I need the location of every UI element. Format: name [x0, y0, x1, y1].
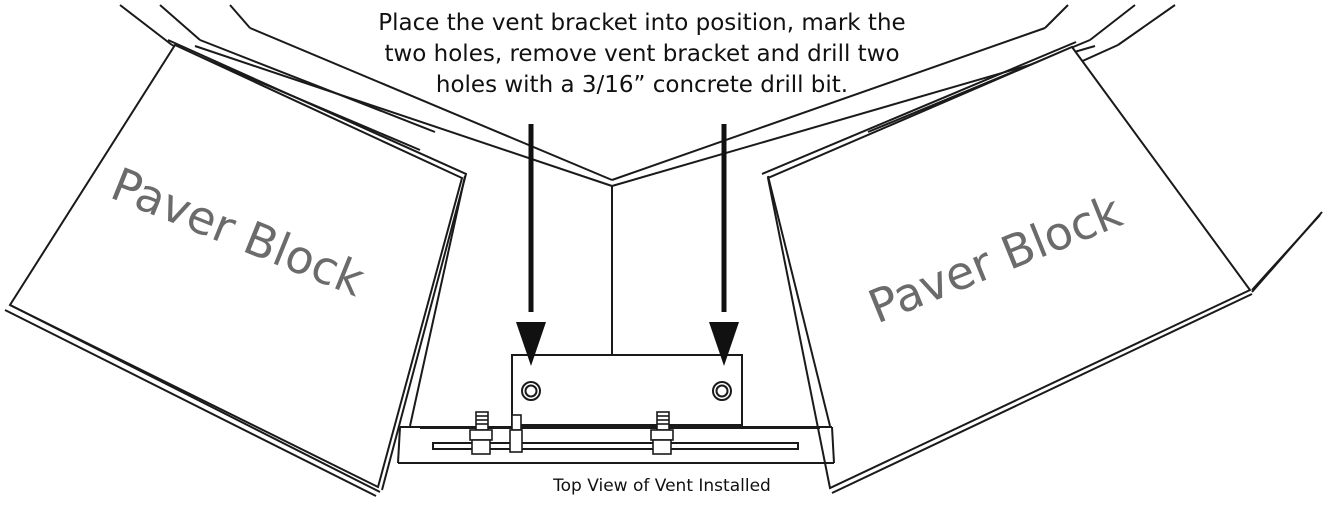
bolts	[469, 411, 674, 455]
left-paver-block-outline	[4, 39, 468, 497]
arrow-left	[516, 124, 546, 366]
instruction-line-1: Place the vent bracket into position, ma…	[378, 10, 906, 36]
instruction-text: Place the vent bracket into position, ma…	[262, 8, 1022, 101]
instruction-line-3: holes with a 3/16” concrete drill bit.	[435, 72, 849, 98]
arrow-right	[709, 124, 739, 366]
vent-bracket	[511, 354, 743, 426]
diagram-caption: Top View of Vent Installed	[553, 476, 771, 496]
far-right-edge	[1251, 214, 1321, 291]
instruction-line-2: two holes, remove vent bracket and drill…	[384, 41, 900, 67]
